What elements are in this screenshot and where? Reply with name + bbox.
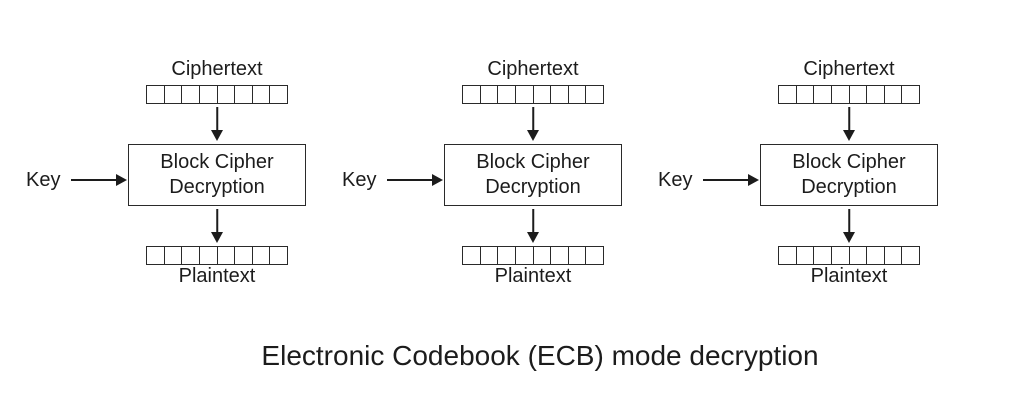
block-cipher-decryption-box: Block Cipher Decryption: [760, 144, 938, 206]
block-cell: [814, 86, 832, 103]
block-cell: [586, 86, 603, 103]
block-cell: [516, 247, 534, 264]
plaintext-label: Plaintext: [178, 265, 256, 287]
decryption-unit: Key Ciphertext Block Cipher Decryption P…: [342, 58, 622, 292]
block-cell: [182, 247, 200, 264]
decryption-unit: Key Ciphertext Block Cipher Decryption P…: [26, 58, 306, 292]
block-cell: [534, 247, 552, 264]
decryption-units-row: Key Ciphertext Block Cipher Decryption P…: [0, 0, 1024, 292]
block-cell: [270, 86, 287, 103]
key-group: Key: [342, 168, 444, 192]
block-cipher-decryption-box: Block Cipher Decryption: [128, 144, 306, 206]
block-cell: [498, 247, 516, 264]
ciphertext-block: [778, 85, 920, 104]
block-cell: [797, 247, 815, 264]
box-label-line: Block Cipher: [476, 151, 590, 173]
key-arrow-icon: [387, 174, 444, 186]
block-cell: [586, 247, 603, 264]
ciphertext-label: Ciphertext: [171, 58, 263, 80]
plaintext-label: Plaintext: [810, 265, 888, 287]
block-cell: [867, 247, 885, 264]
down-arrow-icon: [211, 107, 223, 141]
key-arrow-icon: [71, 174, 128, 186]
block-cell: [551, 247, 569, 264]
block-cell: [814, 247, 832, 264]
block-cell: [569, 86, 587, 103]
cipher-stack: Ciphertext Block Cipher Decryption Plain…: [760, 58, 938, 292]
plaintext-label: Plaintext: [494, 265, 572, 287]
decryption-unit: Key Ciphertext Block Cipher Decryption P…: [658, 58, 938, 292]
plaintext-block: [462, 246, 604, 265]
block-cell: [218, 247, 236, 264]
block-cell: [832, 86, 850, 103]
box-label-line: Block Cipher: [160, 151, 274, 173]
block-cell: [551, 86, 569, 103]
down-arrow-icon: [211, 209, 223, 243]
block-cell: [463, 86, 481, 103]
block-cell: [779, 86, 797, 103]
block-cell: [165, 247, 183, 264]
block-cell: [850, 86, 868, 103]
block-cell: [885, 247, 903, 264]
block-cell: [797, 86, 815, 103]
block-cell: [165, 86, 183, 103]
key-group: Key: [658, 168, 760, 192]
block-cell: [200, 86, 218, 103]
cipher-stack: Ciphertext Block Cipher Decryption Plain…: [444, 58, 622, 292]
box-label-line: Block Cipher: [792, 151, 906, 173]
box-label-line: Decryption: [169, 176, 265, 198]
block-cell: [885, 86, 903, 103]
down-arrow-icon: [527, 209, 539, 243]
key-label: Key: [26, 169, 61, 191]
block-cell: [902, 247, 919, 264]
ciphertext-label: Ciphertext: [487, 58, 579, 80]
block-cell: [481, 86, 499, 103]
plaintext-block: [778, 246, 920, 265]
block-cell: [147, 86, 165, 103]
block-cell: [147, 247, 165, 264]
block-cell: [569, 247, 587, 264]
block-cell: [902, 86, 919, 103]
block-cell: [779, 247, 797, 264]
cipher-stack: Ciphertext Block Cipher Decryption Plain…: [128, 58, 306, 292]
down-arrow-icon: [843, 209, 855, 243]
diagram-title: Electronic Codebook (ECB) mode decryptio…: [261, 340, 819, 371]
block-cell: [481, 247, 499, 264]
block-cell: [253, 247, 271, 264]
block-cell: [463, 247, 481, 264]
ciphertext-block: [146, 85, 288, 104]
ciphertext-label: Ciphertext: [803, 58, 895, 80]
block-cell: [235, 247, 253, 264]
block-cell: [182, 86, 200, 103]
down-arrow-icon: [527, 107, 539, 141]
ciphertext-block: [462, 85, 604, 104]
block-cell: [270, 247, 287, 264]
key-label: Key: [342, 169, 377, 191]
box-label-line: Decryption: [801, 176, 897, 198]
block-cell: [235, 86, 253, 103]
block-cell: [253, 86, 271, 103]
block-cell: [867, 86, 885, 103]
block-cell: [832, 247, 850, 264]
box-label-line: Decryption: [485, 176, 581, 198]
block-cipher-decryption-box: Block Cipher Decryption: [444, 144, 622, 206]
plaintext-block: [146, 246, 288, 265]
down-arrow-icon: [843, 107, 855, 141]
key-group: Key: [26, 168, 128, 192]
block-cell: [534, 86, 552, 103]
block-cell: [850, 247, 868, 264]
block-cell: [218, 86, 236, 103]
block-cell: [200, 247, 218, 264]
key-label: Key: [658, 169, 693, 191]
key-arrow-icon: [703, 174, 760, 186]
block-cell: [498, 86, 516, 103]
block-cell: [516, 86, 534, 103]
